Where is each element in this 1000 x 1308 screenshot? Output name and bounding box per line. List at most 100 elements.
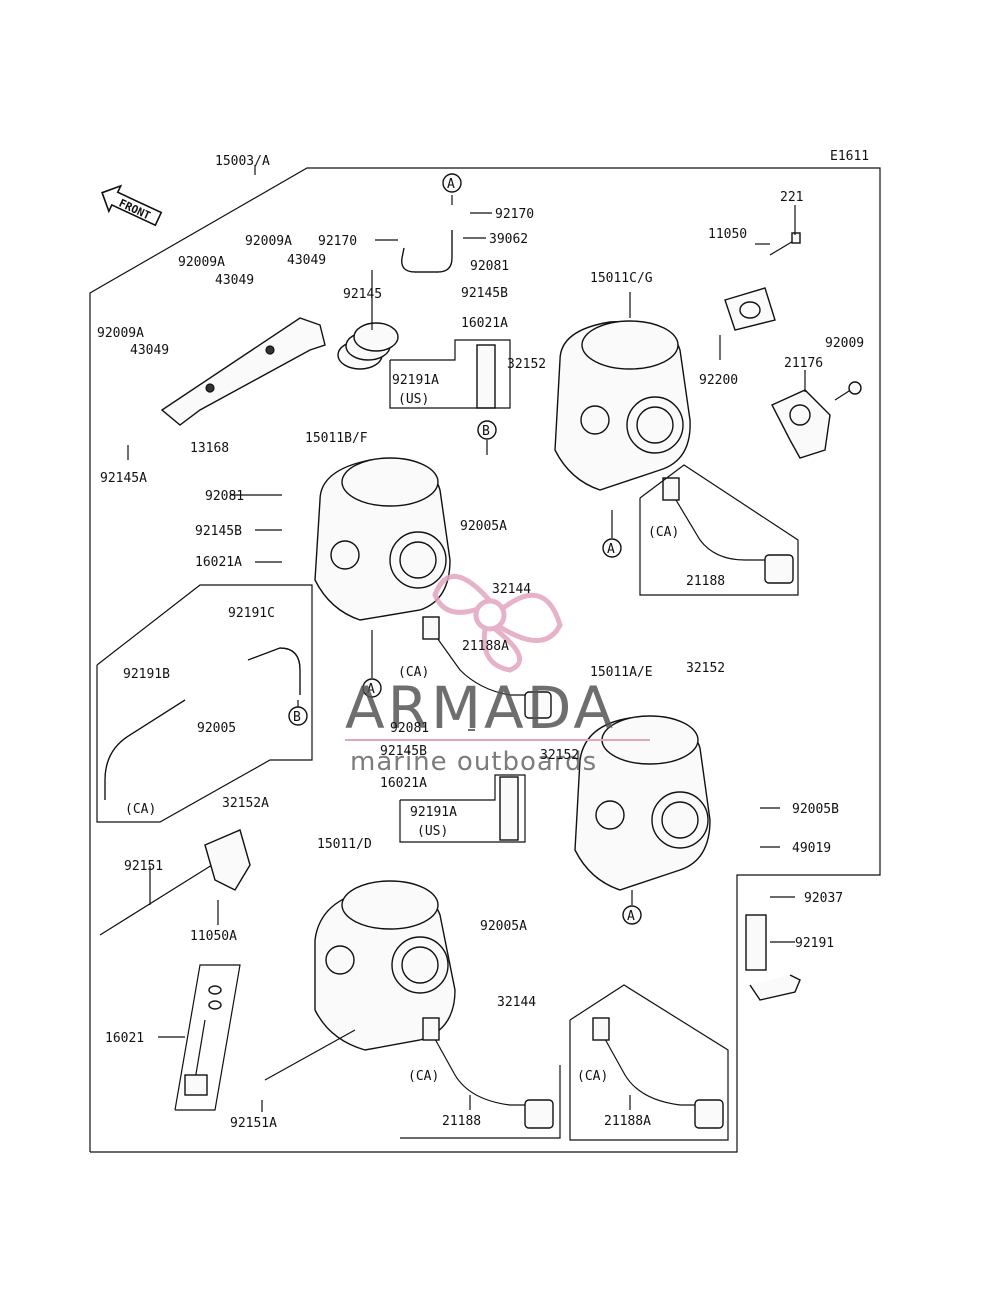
propeller-icon <box>432 574 563 673</box>
leader-lines <box>127 165 806 1112</box>
rod-92151 <box>99 859 221 936</box>
label-32152-2: 32152 <box>686 661 725 676</box>
diagram-code: E1611 <box>830 149 869 164</box>
connector-21188A-middle <box>422 616 552 719</box>
label-92145B-1: 92145B <box>461 286 508 301</box>
label-43049-3: 43049 <box>130 343 169 358</box>
box-US-upper <box>389 339 511 409</box>
label-92005A-2: 92005A <box>480 919 527 934</box>
front-arrow-icon: FRONT <box>101 184 163 227</box>
label-CA-4: (CA) <box>408 1069 439 1084</box>
label-92200: 92200 <box>699 373 738 388</box>
label-92005A-1: 92005A <box>460 519 507 534</box>
label-92145A: 92145A <box>100 471 147 486</box>
label-92145B-2: 92145B <box>195 524 242 539</box>
label-92145: 92145 <box>343 287 382 302</box>
marker-A-middle-left: A <box>362 678 382 698</box>
label-16021: 16021 <box>105 1031 144 1046</box>
label-32152-3: 32152 <box>540 748 579 763</box>
label-92191C: 92191C <box>228 606 275 621</box>
label-15011CG: 15011C/G <box>590 271 653 286</box>
watermark-brand: ARMADA <box>345 674 616 742</box>
label-92191: 92191 <box>795 936 834 951</box>
svg-text:A: A <box>607 542 615 557</box>
hose-92191A-lower <box>499 776 519 841</box>
label-US-1: (US) <box>398 392 429 407</box>
box-CA-upper <box>639 464 799 596</box>
label-92191B: 92191B <box>123 667 170 682</box>
label-92170-2: 92170 <box>495 207 534 222</box>
connector-21188A-lower <box>592 1017 724 1129</box>
svg-text:A: A <box>627 909 635 924</box>
label-US-2: (US) <box>417 824 448 839</box>
svg-text:A: A <box>447 177 455 192</box>
spring-92145 <box>337 322 399 370</box>
box-CA-lower-middle <box>400 1065 561 1139</box>
label-32144-2: 32144 <box>497 995 536 1010</box>
carburetor-bottom-left <box>314 880 456 1051</box>
label-16021A-1: 16021A <box>461 316 508 331</box>
label-92170-1: 92170 <box>318 234 357 249</box>
label-32144-1: 32144 <box>492 582 531 597</box>
label-11050: 11050 <box>708 227 747 242</box>
label-49019: 49019 <box>792 841 831 856</box>
watermark-tagline: marine outboards <box>350 747 597 777</box>
label-15011AE: 15011A/E <box>590 665 653 680</box>
frame-lines <box>89 167 881 1153</box>
watermark-logo <box>432 574 563 673</box>
label-92081-1: 92081 <box>470 259 509 274</box>
hose-92191A-upper <box>476 344 496 409</box>
connector-21188-upper <box>662 477 794 584</box>
label-21188-1: 21188 <box>686 574 725 589</box>
callout-labels: 15003/A 92009A 92170 92170 39062 92009A … <box>97 154 864 1131</box>
screw-16021-detail <box>174 964 241 1111</box>
marker-A-upper-right: A <box>602 538 622 558</box>
label-21176: 21176 <box>784 356 823 371</box>
hose-92191B <box>104 699 186 800</box>
label-13168: 13168 <box>190 441 229 456</box>
screw-92009 <box>834 381 862 401</box>
marker-B-hose: B <box>288 706 308 726</box>
label-92191A-2: 92191A <box>410 805 457 820</box>
label-15011D: 15011/D <box>317 837 372 852</box>
label-16021A-3: 16021A <box>380 776 427 791</box>
label-32152A: 32152A <box>222 796 269 811</box>
bracket-13168 <box>160 317 326 426</box>
label-92005B: 92005B <box>792 802 839 817</box>
label-92009A-3: 92009A <box>97 326 144 341</box>
svg-text:B: B <box>482 424 490 439</box>
label-21188A-1: 21188A <box>462 639 509 654</box>
hose-39062 <box>401 230 453 273</box>
box-US-lower <box>399 774 526 843</box>
hose-92191C <box>247 647 301 695</box>
label-15011BF: 15011B/F <box>305 431 368 446</box>
label-16021A-2: 16021A <box>195 555 242 570</box>
label-43049-2: 43049 <box>287 253 326 268</box>
label-39062: 39062 <box>489 232 528 247</box>
label-92009A-1: 92009A <box>245 234 292 249</box>
hose-92191 <box>745 914 767 971</box>
label-15003A: 15003/A <box>215 154 270 169</box>
label-CA-1: (CA) <box>648 525 679 540</box>
label-43049-1: 43049 <box>215 273 254 288</box>
rod-92151A <box>264 1029 356 1081</box>
screw-221 <box>769 232 801 256</box>
hose-elbow <box>749 974 801 1001</box>
connector-21188-lower <box>422 1017 554 1129</box>
throttle-sensor-21176 <box>771 389 831 459</box>
box-92191 <box>96 584 313 823</box>
carburetor-left-middle <box>314 457 451 621</box>
label-21188A-2: 21188A <box>604 1114 651 1129</box>
marker-A-top: A <box>442 173 462 193</box>
carburetor-right-lower <box>574 715 711 891</box>
label-92151: 92151 <box>124 859 163 874</box>
label-221: 221 <box>780 190 803 205</box>
label-CA-2: (CA) <box>125 802 156 817</box>
label-92009A-2: 92009A <box>178 255 225 270</box>
plate-11050 <box>724 287 776 331</box>
label-92009: 92009 <box>825 336 864 351</box>
label-92005: 92005 <box>197 721 236 736</box>
marker-B-upper: B <box>477 420 497 440</box>
label-92151A: 92151A <box>230 1116 277 1131</box>
